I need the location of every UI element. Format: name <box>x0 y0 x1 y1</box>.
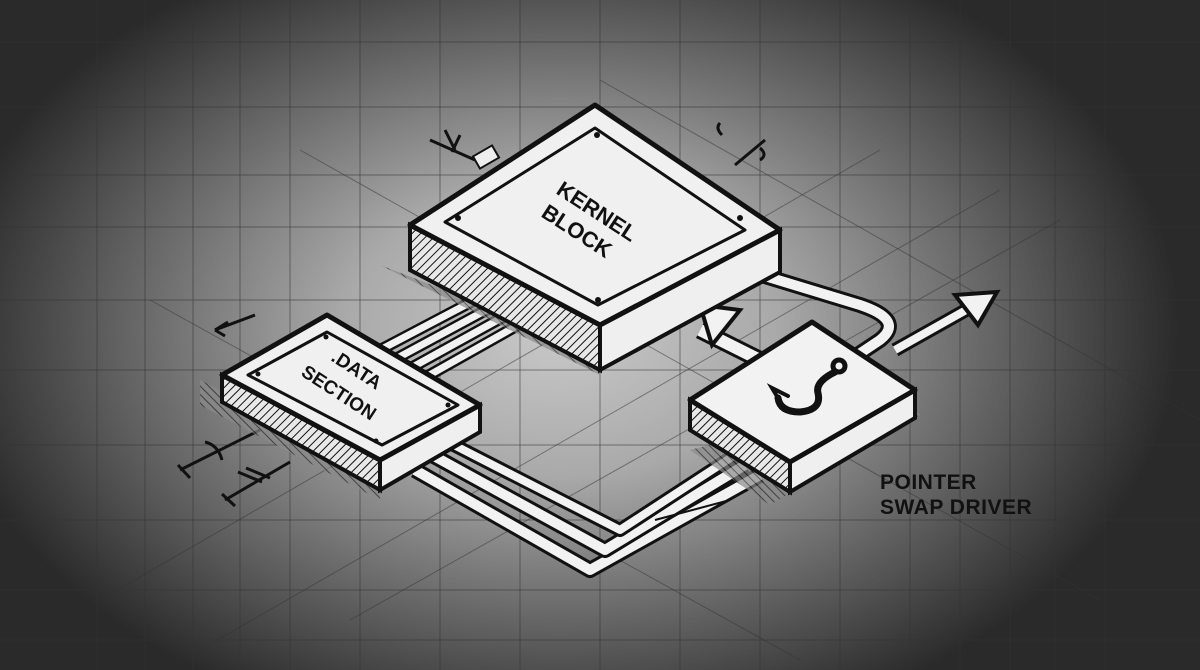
driver-label-1: POINTER <box>880 471 977 494</box>
output-arrow <box>891 289 1001 357</box>
driver-caption: POINTER SWAP DRIVER <box>880 470 1032 520</box>
data-section-block: .DATA SECTION <box>200 312 483 500</box>
antenna-symbols <box>176 121 766 508</box>
routed-pipes <box>411 435 764 578</box>
return-arrow <box>695 302 765 369</box>
parallel-bus <box>377 294 523 392</box>
pointer-swap-driver-block <box>687 319 920 505</box>
kernel-block: KERNEL BLOCK <box>380 102 783 375</box>
hook-icon <box>766 357 848 416</box>
driver-label-2: SWAP DRIVER <box>880 496 1033 519</box>
